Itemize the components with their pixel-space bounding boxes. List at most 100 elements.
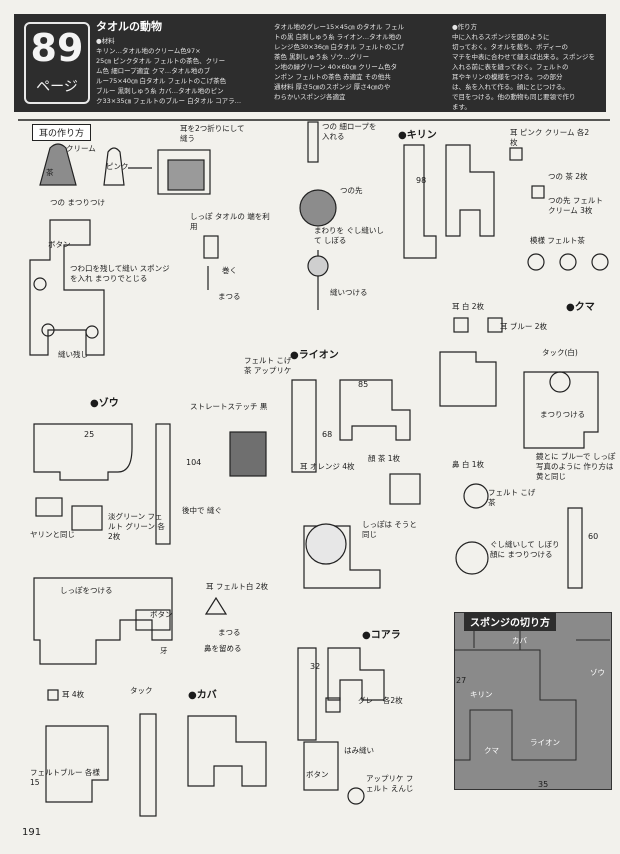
dim-85: 85 <box>358 380 369 389</box>
hippo-finished-body <box>45 725 109 803</box>
note-elephant-nose: 鼻を留める <box>204 644 242 653</box>
note-koala-button: ボタン <box>306 770 329 779</box>
method-line: 中に入れるスポンジを図のように <box>452 33 550 41</box>
note-elephant-fold2: ヤリンと同じ <box>30 530 75 539</box>
sponge-label-kirin: キリン <box>470 690 493 699</box>
elephant-ear-small <box>35 497 63 517</box>
elephant-gusset <box>155 423 171 545</box>
elephant-tooth <box>135 609 171 631</box>
note-ear-label-g: 耳 ピンク クリーム 各2枚 <box>510 128 590 147</box>
footer-page-number: 191 <box>22 827 42 838</box>
tail-piece <box>203 235 219 259</box>
note-horn-tip: つの先 <box>340 186 363 195</box>
col2-line: 通材料 厚さ5㎝のスポンジ 厚さ4㎝のや <box>274 83 391 91</box>
koala-finished-body <box>303 741 339 791</box>
note-giraffe: つの まつりつけ <box>50 198 105 207</box>
giraffe-spot-c <box>85 325 99 339</box>
materials-column: タオルの動物 ●材料 キリン…タオル地のクリーム色97× 25㎝ ピンクタオル … <box>96 20 264 106</box>
ear-shape-outline <box>103 147 125 186</box>
note-lion-face: 顔 茶 1枚 <box>368 454 401 463</box>
lion-face-piece <box>389 473 421 505</box>
materials-line: ブルー 黒刺しゅう糸 カバ…タオル地のピン <box>96 87 224 95</box>
note-hippo-ear: 耳 4枚 <box>62 690 85 699</box>
bear-body <box>523 371 599 449</box>
sponge-label-kaba: カバ <box>512 636 527 645</box>
koala-felt <box>347 787 365 805</box>
note-lion-nose: 鼻 白 1枚 <box>452 460 485 469</box>
bear-ear-blue <box>487 317 503 333</box>
horn-tip-circle <box>299 189 337 227</box>
note-button: ボタン <box>48 240 71 249</box>
col2-line: トの黒 白刺しゅう糸 ライオン…タオル地の <box>274 33 402 41</box>
note-lion-tail: しっぽは そうと同じ <box>362 520 417 539</box>
lion-mane <box>305 523 347 565</box>
note-hippo-tuck: タック <box>130 686 153 695</box>
sponge-label-kuma: クマ <box>484 746 499 755</box>
bear-gusset <box>439 351 497 407</box>
note-ear-tea: 茶 <box>46 168 54 177</box>
note-wind: まつる <box>218 292 241 301</box>
materials-title: ●材料 <box>96 37 115 45</box>
pattern-c <box>591 253 609 271</box>
note-elephant-tail: しっぽをつける <box>60 586 113 595</box>
note-wrap2: 巻く <box>222 266 237 275</box>
note-elephant-wrap: まつる <box>218 628 241 637</box>
note-ear-fold: 耳を2つ折りにして縫う <box>180 124 245 143</box>
note-bear-ear2: 耳 ブルー 2枚 <box>500 322 548 331</box>
note-straight-stitch: ストレートステッチ 黒 <box>190 402 268 411</box>
dim-32: 32 <box>310 662 321 671</box>
elephant-ear-triangle <box>204 596 228 615</box>
giraffe-side <box>445 144 495 237</box>
section-hippo: ●カバ <box>188 690 217 701</box>
method-line: 切っておく。タオルを裁ち、ボディーの <box>452 43 569 51</box>
page-number-box: 89 ページ <box>24 22 90 104</box>
note-elephant-tooth: 牙 <box>160 646 168 655</box>
note-elephant-sew: 後中で 縫ぐ <box>182 506 222 515</box>
section-bear: ●クマ <box>566 302 595 313</box>
note-lion-ear: 耳 オレンジ 4枚 <box>300 462 355 471</box>
sponge-cut-path-1 <box>454 649 577 761</box>
elephant-body <box>33 423 133 481</box>
note-elephant-ear: 耳 フェルト白 2枚 <box>206 582 269 591</box>
note-bear: 鏡とに ブルーで しっぽ 写真のように 作り方は 黄と同じ <box>536 452 616 481</box>
section-koala: ●コアラ <box>362 630 401 641</box>
elephant-finished-body <box>33 577 173 665</box>
dim-68: 68 <box>322 430 333 439</box>
note-horn-rope: つの 細ロープを入れる <box>322 122 377 141</box>
lion-nose <box>463 483 489 509</box>
koala-body <box>327 647 385 701</box>
materials-line: ク33×35㎝ フェルトのブルー 白タオル コアラ… <box>96 97 242 105</box>
method-line: ます。 <box>452 103 471 111</box>
horn-ball <box>307 255 329 277</box>
hippo-gusset <box>139 713 157 817</box>
note-sew-on: 縫いつける <box>330 288 368 297</box>
dim-60: 60 <box>588 532 599 541</box>
elephant-ear-large <box>71 505 103 531</box>
materials-line: 25㎝ ピンクタオル フェルトの茶色、クリー <box>96 57 226 65</box>
col2-line: ンポン フェルトの茶色 赤適宜 その他共 <box>274 73 391 81</box>
note-horn-tip-g: つの先 フェルト クリーム 3枚 <box>548 196 603 215</box>
col2-line: 茶色 黒刺しゅう糸 ゾウ…グリー <box>274 53 370 61</box>
giraffe-body-outline <box>29 219 105 356</box>
note-horn-g: つの 茶 2枚 <box>548 172 588 181</box>
section-lion: ●ライオン <box>290 350 339 361</box>
note-pattern-g: 模様 フェルト茶 <box>530 236 585 245</box>
note-wrap: まわりを ぐし縫いして しぼる <box>314 226 384 245</box>
note-ear-pink: ピンク <box>106 162 129 171</box>
col2-line: ン地の緑グリーン 40×60㎝ クリーム色タ <box>274 63 398 71</box>
materials-line: ルー75×40㎝ 白タオル フェルトのこげ茶色 <box>96 77 227 85</box>
method-column: ●作り方 中に入れるスポンジを図のように 切っておく。タオルを裁ち、ボディーの … <box>452 22 600 112</box>
section-ear: 耳の作り方 <box>32 124 92 141</box>
giraffe-horn-piece <box>531 185 545 199</box>
note-lion-sew: ぐし縫いして しぼり顔に まつりつける <box>490 540 560 559</box>
dim-25: 25 <box>84 430 95 439</box>
dim-35: 35 <box>538 780 549 789</box>
giraffe-ear-piece <box>509 147 523 161</box>
note-tail: しっぽ タオルの 端を利用 <box>190 212 270 231</box>
note-ear-cream: クリーム <box>66 144 96 153</box>
section-giraffe: ●キリン <box>398 130 437 141</box>
ear-fold-square <box>157 149 211 195</box>
hippo-body <box>187 715 267 787</box>
note-felt-dark: フェルト こげ茶 アップリケ <box>244 356 292 375</box>
